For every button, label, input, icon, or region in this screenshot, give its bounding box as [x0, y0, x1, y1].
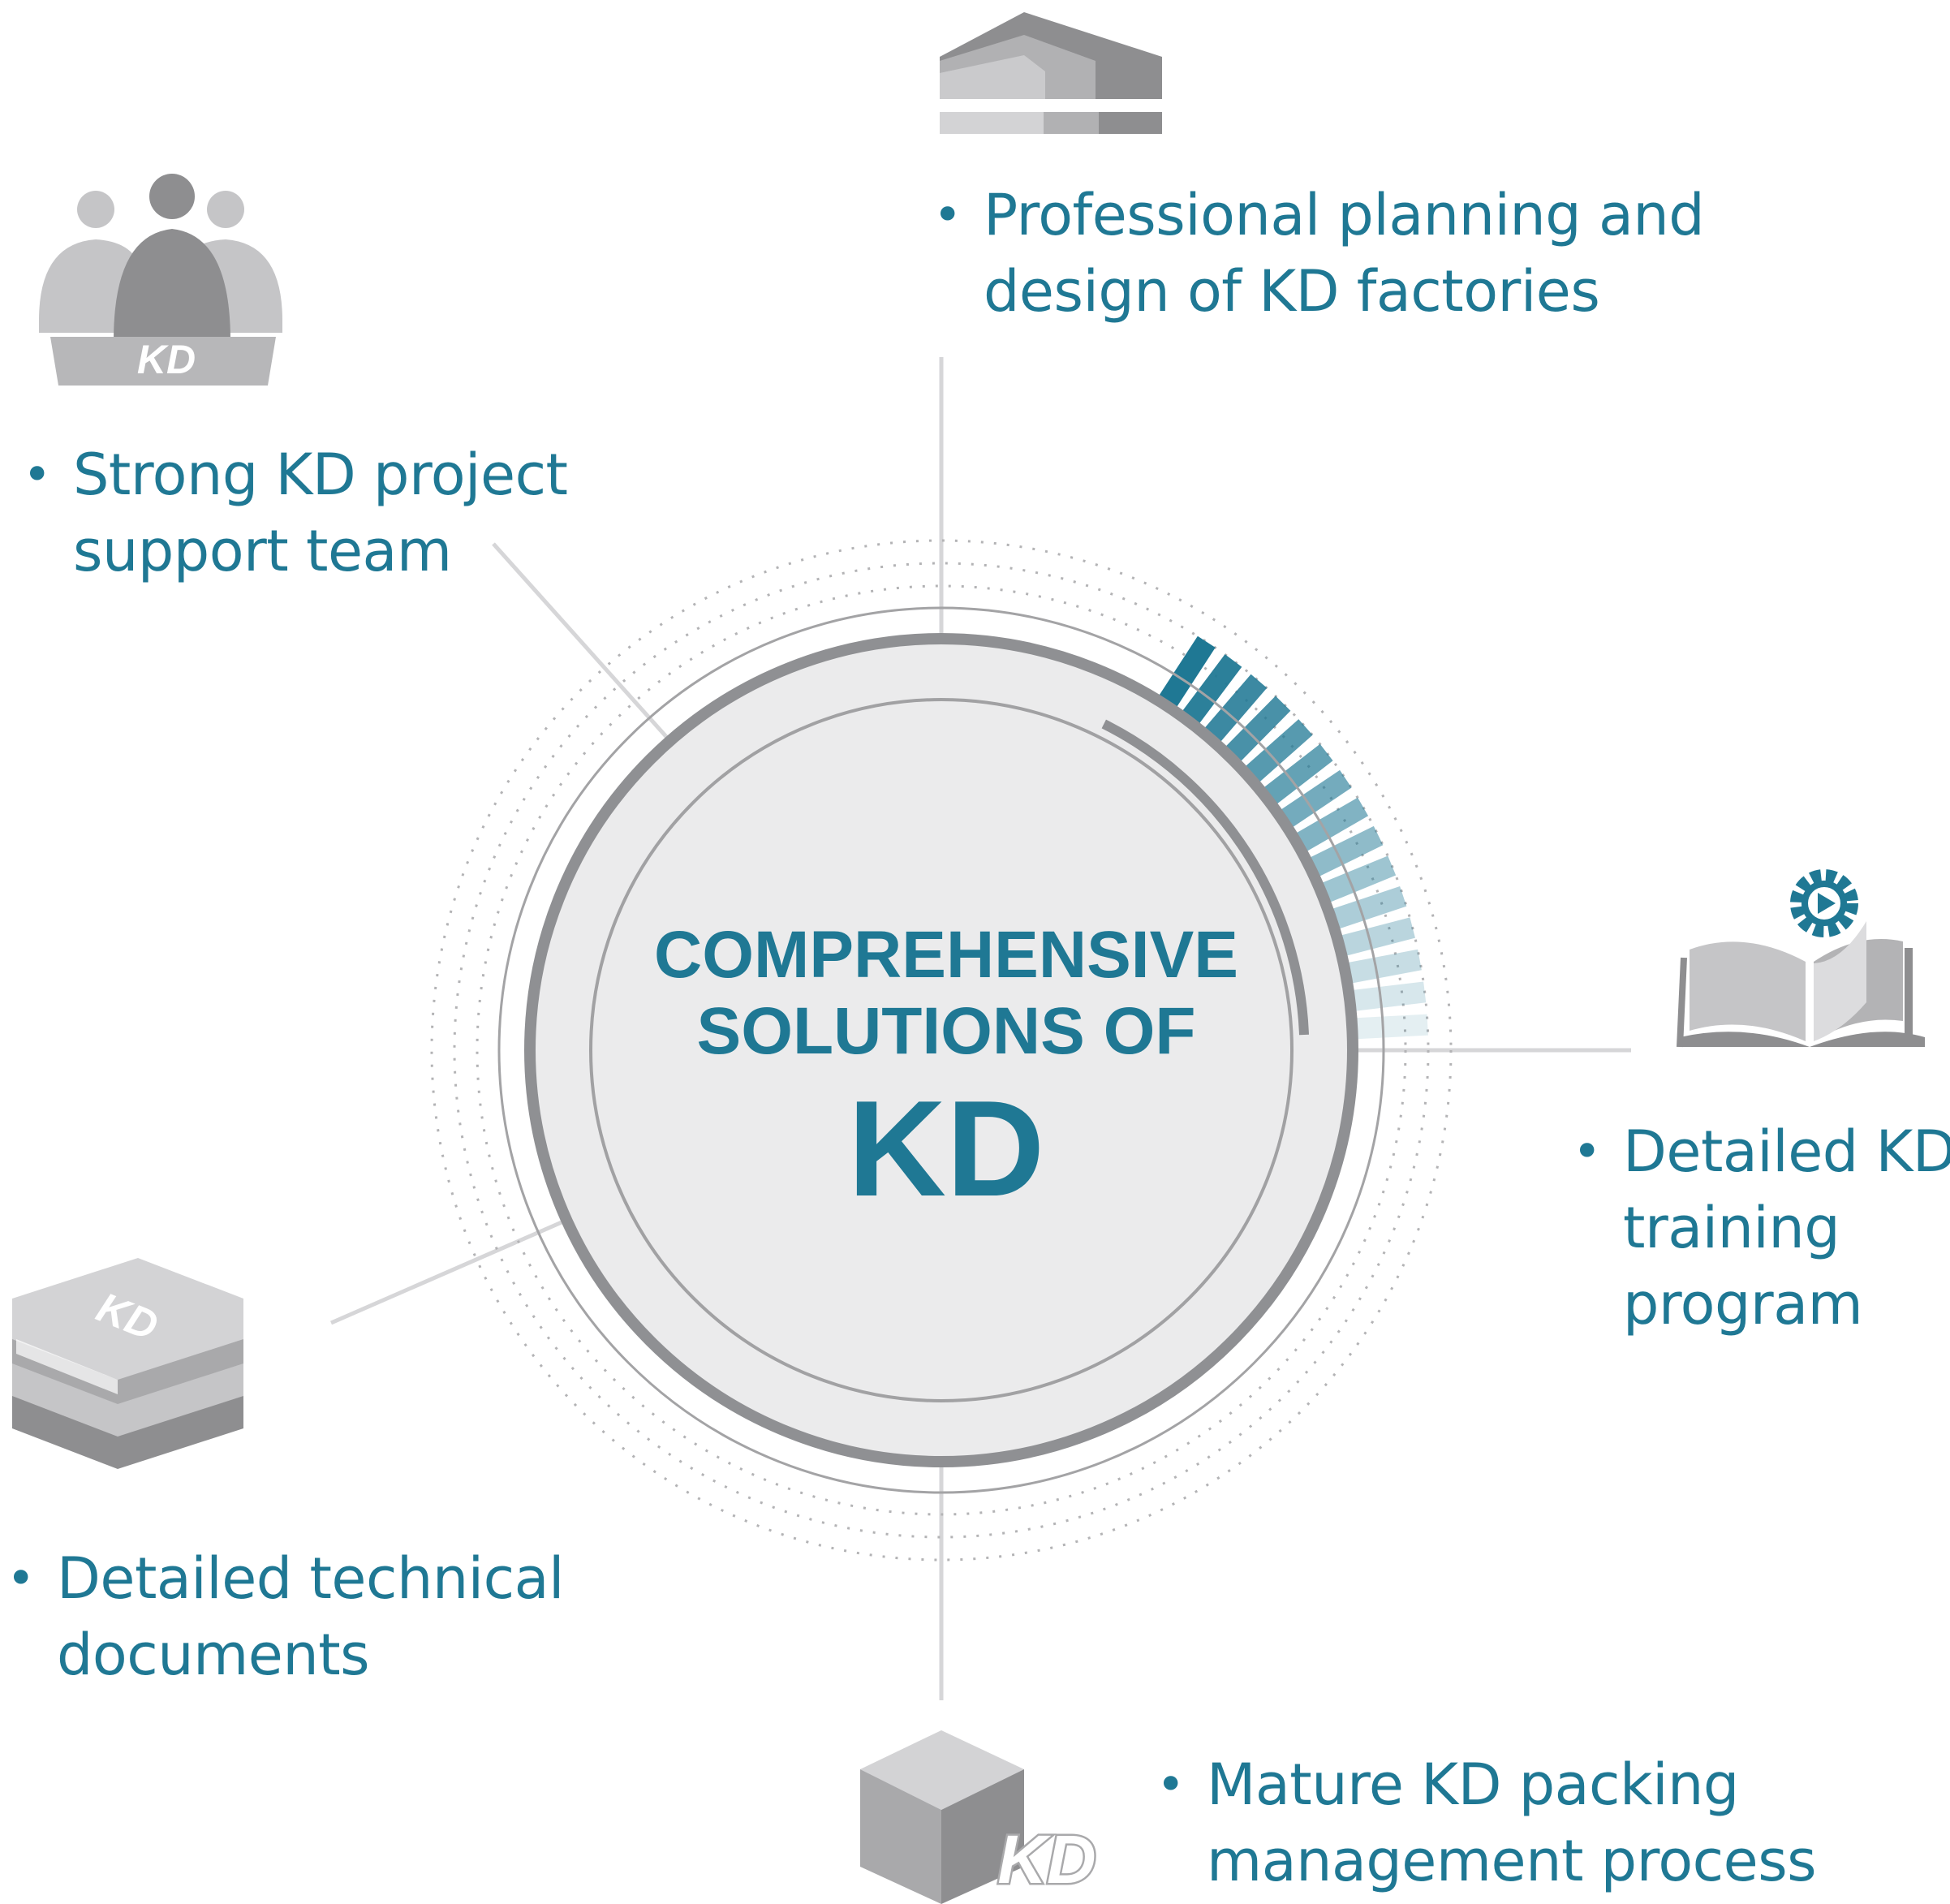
item-technical-documents-text: Detailed technical documents: [57, 1540, 564, 1693]
dotted-ring-middle: [453, 562, 1430, 1539]
item-line: documents: [57, 1622, 370, 1688]
decorative-bar: [1241, 719, 1313, 786]
connector-left: [330, 1204, 600, 1325]
item-line: support team: [73, 518, 452, 584]
decorative-bars: [1156, 635, 1428, 1040]
dotted-ring-inner: [476, 584, 1407, 1516]
decorative-bar: [1290, 797, 1369, 855]
center-heading-line-1: COMPREHENSIVE: [654, 918, 1238, 992]
decorative-bar: [1316, 855, 1397, 905]
decorative-bar: [1276, 769, 1352, 831]
team-icon: KD: [39, 174, 282, 386]
bullet: •: [1573, 1123, 1601, 1180]
item-line: Professional planning and: [984, 182, 1705, 248]
bullet: •: [1156, 1756, 1185, 1813]
decorative-bar: [1221, 696, 1291, 766]
item-factory-planning-text: Professional planning and design of KD f…: [984, 177, 1705, 330]
decorative-bar: [1200, 674, 1268, 747]
center-accent-arc: [1101, 719, 1309, 1036]
decorative-bar: [1350, 1014, 1428, 1040]
item-technical-documents: • Detailed technical documents: [6, 1540, 564, 1693]
item-line: training: [1623, 1195, 1840, 1261]
connector-top-left: [492, 542, 691, 765]
decorative-bar: [1259, 743, 1333, 808]
item-line: Detailed KD: [1623, 1118, 1950, 1185]
item-support-team: • Strong KD project support team: [23, 437, 568, 589]
bullet: •: [23, 446, 51, 503]
item-training-program-text: Detailed KD training program: [1623, 1114, 1950, 1342]
item-factory-planning: • Professional planning and design of KD…: [933, 177, 1705, 330]
center-inner-ring: [589, 698, 1294, 1402]
decorative-bar: [1178, 654, 1242, 729]
item-line: Detailed technical: [57, 1545, 564, 1612]
dotted-ring-outer: [430, 539, 1453, 1562]
decorative-bar: [1341, 949, 1422, 984]
item-line: Strong KD project: [73, 442, 568, 508]
item-training-program: • Detailed KD training program: [1573, 1114, 1950, 1342]
center-heading-kd: KD: [847, 1072, 1045, 1225]
item-line: design of KD factories: [984, 258, 1600, 325]
center-disc: [524, 633, 1358, 1467]
bullet: •: [933, 187, 962, 243]
center-heading-line-2: SOLUTIONS OF: [696, 994, 1196, 1068]
item-support-team-text: Strong KD project support team: [73, 437, 568, 589]
decorative-bar: [1335, 917, 1415, 958]
item-packing-process-text: Mature KD packing management process: [1207, 1747, 1817, 1899]
item-packing-process: • Mature KD packing management process: [1156, 1747, 1817, 1899]
decorative-bar: [1346, 981, 1427, 1012]
decorative-bar: [1326, 885, 1407, 931]
team-icon-label: KD: [137, 337, 196, 382]
dotted-rings: [430, 539, 1453, 1562]
thin-outer-ring: [497, 606, 1385, 1494]
training-book-gear-icon: [1677, 869, 1925, 1048]
documents-stack-icon: KD: [12, 1258, 243, 1469]
decorative-bar: [1304, 825, 1384, 880]
item-line: program: [1623, 1271, 1863, 1338]
center-heading: COMPREHENSIVE SOLUTIONS OF KD: [597, 917, 1295, 1226]
package-icon-label: KD: [997, 1821, 1096, 1898]
bullet: •: [6, 1550, 35, 1607]
package-box-icon: KD: [860, 1730, 1098, 1904]
factory-icon: [940, 12, 1162, 134]
item-line: management process: [1207, 1828, 1817, 1894]
decorative-bar: [1156, 635, 1216, 713]
item-line: Mature KD packing: [1207, 1751, 1739, 1818]
